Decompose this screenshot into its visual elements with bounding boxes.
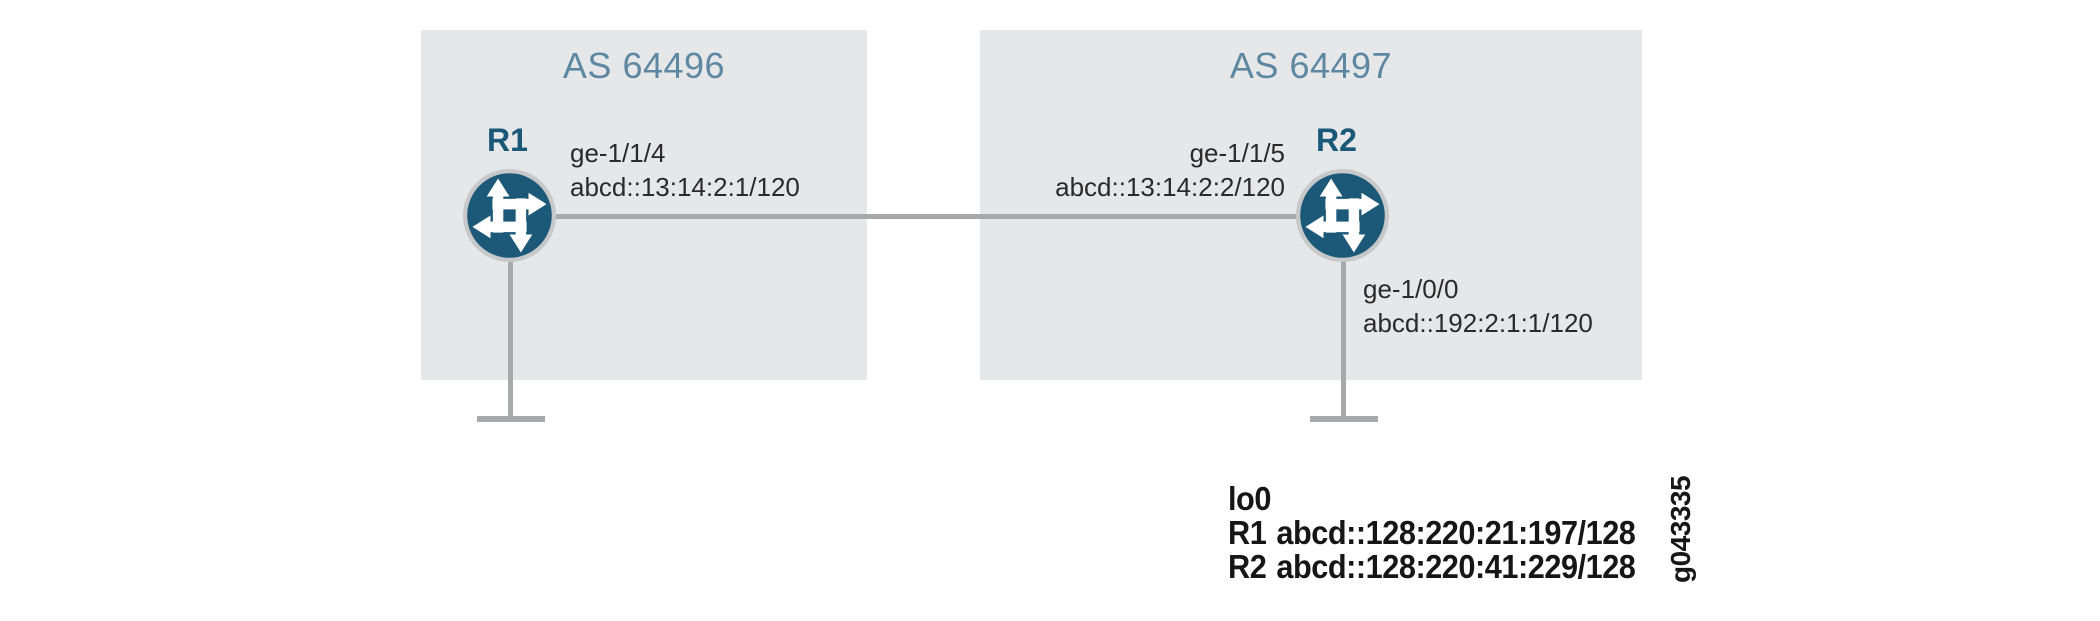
figure-id-label: g043335 — [1665, 475, 1696, 583]
interface-label-r1-link: ge-1/1/4 abcd::13:14:2:1/120 — [570, 136, 800, 204]
as-box-64497: AS 64497 — [980, 30, 1642, 380]
r1-r2-link-line — [511, 214, 1343, 219]
interface-name: ge-1/0/0 — [1363, 274, 1459, 304]
interface-address: abcd::13:14:2:1/120 — [570, 172, 800, 202]
interface-address: abcd::192:2:1:1/120 — [1363, 308, 1593, 338]
router-icon-r1 — [462, 168, 557, 263]
loopback-title: lo0 — [1228, 480, 1271, 517]
as-label: AS 64497 — [1229, 45, 1393, 86]
loopback-address: abcd::128:220:21:197/128 — [1276, 514, 1636, 551]
router-r1-label: R1 — [487, 122, 528, 158]
loopback-router: R2 — [1228, 548, 1267, 585]
router-icon-r2 — [1295, 168, 1390, 263]
r2-stub-terminator — [1310, 416, 1378, 422]
interface-address: abcd::13:14:2:2/120 — [1055, 172, 1285, 202]
as-label: AS 64496 — [562, 45, 726, 86]
interface-label-r2-link: ge-1/1/5 abcd::13:14:2:2/120 — [1055, 136, 1285, 204]
interface-name: ge-1/1/4 — [570, 138, 666, 168]
interface-name: ge-1/1/5 — [1189, 138, 1285, 168]
r2-stub-line — [1341, 216, 1346, 419]
r1-stub-line — [508, 216, 513, 419]
loopback-router: R1 — [1228, 514, 1267, 551]
loopback-address: abcd::128:220:41:229/128 — [1276, 548, 1636, 585]
interface-label-r2-lan: ge-1/0/0 abcd::192:2:1:1/120 — [1363, 272, 1593, 340]
r1-stub-terminator — [477, 416, 545, 422]
router-r2-label: R2 — [1316, 122, 1357, 158]
